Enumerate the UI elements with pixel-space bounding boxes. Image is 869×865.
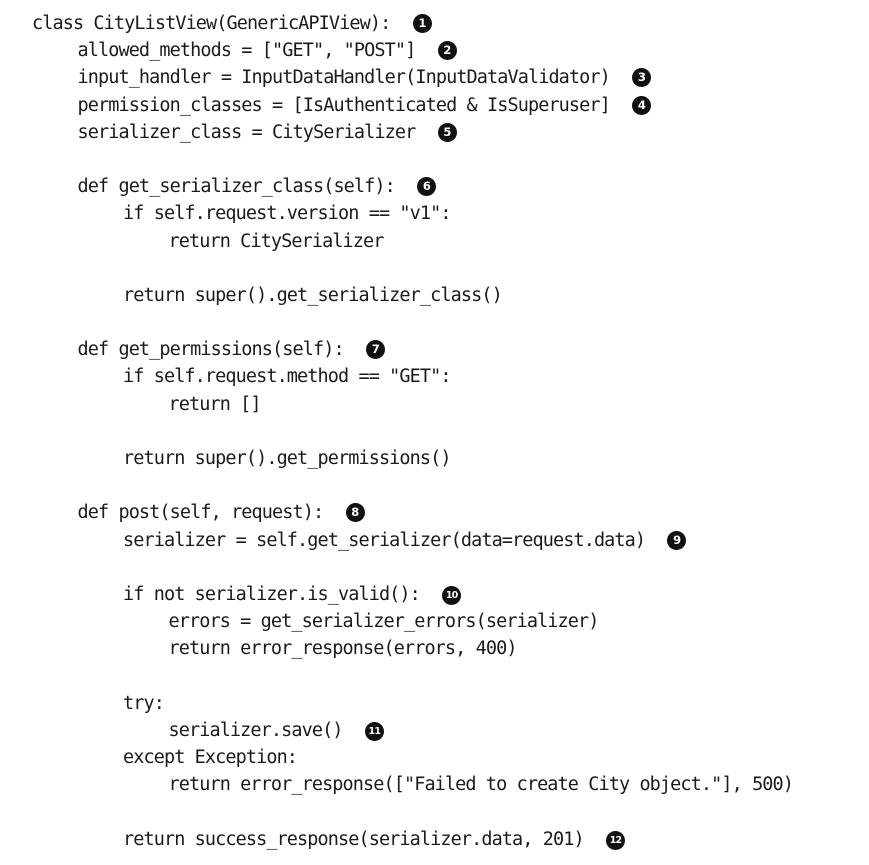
callout-gap — [610, 67, 632, 88]
code-text: def post(self, request): — [77, 502, 325, 524]
code-text: serializer = self.get_serializer(data=re… — [123, 529, 646, 551]
callout-marker: 9 — [667, 530, 687, 550]
code-line: serializer.save() 11 — [32, 717, 793, 744]
code-text: if self.request.method == "GET": — [123, 366, 452, 388]
code-line — [32, 554, 793, 581]
callout-marker: 8 — [345, 503, 365, 523]
callout-marker: 1 — [412, 14, 432, 33]
callout-gap — [420, 584, 442, 605]
code-text: return error_response(errors, 400) — [168, 638, 518, 660]
code-line: permission_classes = [IsAuthenticated & … — [32, 92, 793, 119]
code-text: try: — [123, 692, 165, 714]
code-text: errors = get_serializer_errors(serialize… — [168, 611, 600, 633]
code-line: return [] — [32, 391, 793, 418]
callout-gap — [645, 530, 667, 551]
code-line: return error_response(errors, 400) — [32, 635, 793, 662]
code-text: input_handler = InputDataHandler(InputDa… — [77, 67, 611, 89]
code-line: return CitySerializer — [32, 228, 793, 255]
code-text: if not serializer.is_valid(): — [123, 583, 421, 605]
code-text: def get_permissions(self): — [77, 339, 345, 361]
callout-marker: 4 — [632, 95, 652, 115]
callout-gap — [584, 829, 606, 850]
code-line — [32, 418, 793, 445]
code-text: def get_serializer_class(self): — [77, 176, 396, 198]
code-text: allowed_methods = ["GET", "POST"] — [77, 40, 417, 62]
code-text: class CityListView(GenericAPIView): — [32, 13, 391, 34]
code-text: permission_classes = [IsAuthenticated & … — [77, 94, 611, 116]
callout-marker: 7 — [365, 340, 385, 360]
code-text: if self.request.version == "v1": — [123, 203, 452, 225]
callout-gap — [415, 122, 437, 143]
callout-gap — [344, 339, 366, 360]
code-line: class CityListView(GenericAPIView): 1 — [32, 10, 793, 37]
callout-marker: 3 — [632, 68, 652, 88]
code-line: allowed_methods = ["GET", "POST"] 2 — [32, 37, 793, 64]
code-line: if self.request.version == "v1": — [32, 200, 793, 227]
code-line — [32, 255, 793, 282]
code-line: return error_response(["Failed to create… — [32, 771, 794, 798]
code-text: serializer.save() — [168, 719, 344, 741]
code-line: def post(self, request): 8 — [32, 499, 793, 526]
code-line: return super().get_serializer_class() — [32, 282, 793, 309]
code-line: def get_serializer_class(self): 6 — [32, 173, 793, 200]
code-line — [32, 663, 793, 690]
code-line: if not serializer.is_valid(): 10 — [32, 581, 793, 608]
code-text: return [] — [168, 393, 262, 415]
callout-marker: 2 — [437, 41, 457, 61]
code-line — [32, 798, 793, 825]
code-text: return success_response(serializer.data,… — [123, 828, 585, 850]
code-line: try: — [32, 690, 793, 717]
code-line — [32, 472, 793, 499]
code-text: except Exception: — [123, 747, 298, 769]
code-line: errors = get_serializer_errors(serialize… — [32, 608, 793, 635]
callout-marker: 10 — [442, 585, 462, 605]
callout-gap — [343, 720, 365, 741]
code-line: serializer = self.get_serializer(data=re… — [32, 527, 793, 554]
callout-marker: 6 — [417, 177, 437, 197]
code-line: return super().get_permissions() — [32, 445, 793, 472]
callout-marker: 11 — [364, 721, 384, 741]
callout-marker: 5 — [437, 122, 457, 142]
callout-gap — [323, 502, 345, 523]
code-line: serializer_class = CitySerializer 5 — [32, 119, 793, 146]
code-text: return super().get_serializer_class() — [123, 284, 503, 306]
callout-gap — [415, 40, 437, 61]
callout-gap — [610, 95, 632, 116]
callout-marker: 12 — [606, 830, 625, 850]
code-line — [32, 146, 793, 173]
code-line: input_handler = InputDataHandler(InputDa… — [32, 64, 793, 91]
code-line: except Exception: — [32, 744, 793, 771]
callout-gap — [395, 176, 417, 197]
callout-gap — [390, 13, 412, 34]
code-text: return CitySerializer — [168, 230, 385, 252]
code-line — [32, 309, 793, 336]
code-line: return success_response(serializer.data,… — [32, 826, 793, 853]
code-line: def get_permissions(self): 7 — [32, 336, 793, 363]
code-text: serializer_class = CitySerializer — [77, 121, 417, 143]
code-line: if self.request.method == "GET": — [32, 363, 793, 390]
code-text: return super().get_permissions() — [123, 448, 452, 469]
code-text: return error_response(["Failed to create… — [168, 774, 794, 796]
